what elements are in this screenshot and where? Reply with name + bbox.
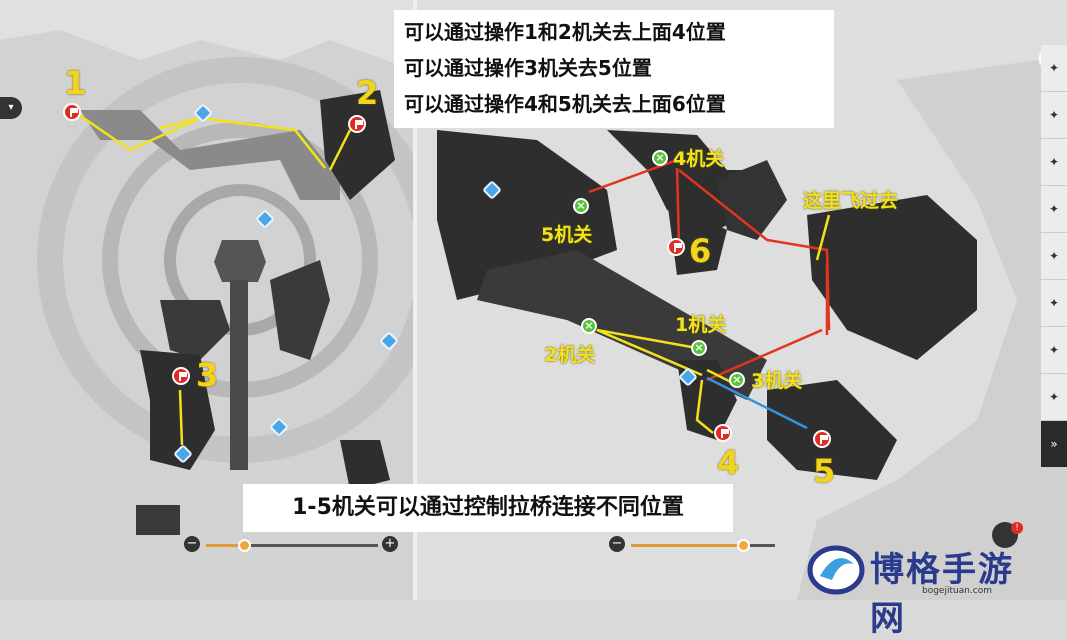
- mechanism-label-3: 3机关: [751, 370, 803, 392]
- zoom-knob[interactable]: [737, 539, 751, 552]
- mechanism-switch-icon[interactable]: ×: [652, 150, 668, 166]
- marker-number-5: 5: [813, 452, 836, 490]
- route-yellow: [815, 214, 831, 261]
- route-yellow: [695, 379, 714, 434]
- route-yellow: [178, 389, 184, 446]
- left-map-panel[interactable]: 1 2 3 ▾ − +: [0, 0, 413, 600]
- sidebar-item-icon[interactable]: ✦: [1041, 139, 1067, 186]
- building-block: [340, 440, 390, 490]
- building-block: [717, 160, 787, 240]
- mechanism-switch-icon[interactable]: ×: [581, 318, 597, 334]
- flag-marker-icon[interactable]: [714, 424, 732, 442]
- sidebar-item-icon[interactable]: ✦: [1041, 186, 1067, 233]
- mechanism-switch-icon[interactable]: ×: [573, 198, 589, 214]
- brand-url: bogejituan.com: [922, 586, 993, 596]
- sidebar-item-icon[interactable]: ✦: [1041, 327, 1067, 374]
- zoom-out-button[interactable]: −: [609, 536, 625, 552]
- sidebar-item-icon[interactable]: ✦: [1041, 280, 1067, 327]
- building-block: [160, 300, 230, 360]
- zoom-in-button[interactable]: +: [382, 536, 398, 552]
- zoom-slider-left[interactable]: − +: [184, 535, 400, 555]
- marker-number-3: 3: [196, 356, 219, 394]
- sidebar-item-icon[interactable]: ✦: [1041, 92, 1067, 139]
- sidebar-item-icon[interactable]: ✦: [1041, 374, 1067, 421]
- marker-number-2: 2: [356, 74, 379, 112]
- mechanism-label-4: 4机关: [673, 148, 725, 170]
- center-tower: [214, 240, 266, 282]
- terrain-area: [797, 60, 1067, 600]
- flag-marker-icon[interactable]: [63, 103, 81, 121]
- marker-number-1: 1: [64, 64, 87, 102]
- sidebar-item-icon[interactable]: ✦: [1041, 45, 1067, 92]
- sidebar-item-icon[interactable]: ✦: [1041, 233, 1067, 280]
- zoom-out-button[interactable]: −: [184, 536, 200, 552]
- upper-walkway: [80, 110, 340, 200]
- island-block: [807, 195, 977, 360]
- route-yellow: [328, 129, 352, 171]
- mechanism-label-2: 2机关: [544, 344, 596, 366]
- alert-badge-icon: !: [1011, 522, 1023, 534]
- site-watermark: 博格手游网 bogejituan.com: [806, 540, 1036, 639]
- flag-marker-icon[interactable]: [813, 430, 831, 448]
- collapse-panel-button[interactable]: ▾: [0, 97, 22, 119]
- central-column: [230, 280, 248, 470]
- caption-line: 可以通过操作3机关去5位置: [404, 56, 652, 80]
- mechanism-switch-icon[interactable]: ×: [691, 340, 707, 356]
- brand-logo-icon: [807, 545, 865, 595]
- flag-marker-icon[interactable]: [667, 238, 685, 256]
- route-yellow: [159, 116, 201, 130]
- route-red: [675, 167, 681, 246]
- route-yellow: [596, 328, 703, 377]
- flag-marker-icon[interactable]: [348, 115, 366, 133]
- zoom-track[interactable]: [631, 544, 775, 547]
- instruction-caption: 可以通过操作1和2机关去上面4位置 可以通过操作3机关去5位置 可以通过操作4和…: [394, 10, 834, 128]
- zoom-fill: [631, 544, 744, 547]
- mechanism-label-1: 1机关: [675, 314, 727, 336]
- mechanism-label-5: 5机关: [541, 224, 593, 246]
- zoom-slider-right[interactable]: −: [609, 535, 779, 555]
- panel-divider: [413, 0, 417, 600]
- summary-caption: 1-5机关可以通过控制拉桥连接不同位置: [243, 484, 733, 532]
- map-filter-sidebar[interactable]: ✦ ✦ ✦ ✦ ✦ ✦ ✦ ✦ »: [1041, 45, 1067, 515]
- building-block: [140, 350, 215, 470]
- marker-number-4: 4: [717, 444, 740, 482]
- building-block: [136, 505, 180, 535]
- zoom-knob[interactable]: [237, 539, 251, 552]
- caption-line: 可以通过操作4和5机关去上面6位置: [404, 92, 726, 116]
- route-blue: [706, 376, 808, 430]
- flag-marker-icon[interactable]: [172, 367, 190, 385]
- fly-here-label: 这里飞过去: [803, 190, 899, 212]
- zoom-fill: [206, 544, 244, 547]
- building-block: [767, 380, 897, 480]
- building-block: [270, 260, 330, 360]
- zoom-track[interactable]: [206, 544, 378, 547]
- mechanism-switch-icon[interactable]: ×: [729, 372, 745, 388]
- building-block: [320, 90, 395, 200]
- route-red: [706, 328, 823, 382]
- left-map-canvas: [0, 0, 413, 600]
- route-yellow: [596, 328, 698, 350]
- building-block: [667, 200, 727, 275]
- marker-number-6: 6: [689, 232, 712, 270]
- caption-line: 可以通过操作1和2机关去上面4位置: [404, 20, 726, 44]
- sidebar-expand-button[interactable]: »: [1041, 421, 1067, 468]
